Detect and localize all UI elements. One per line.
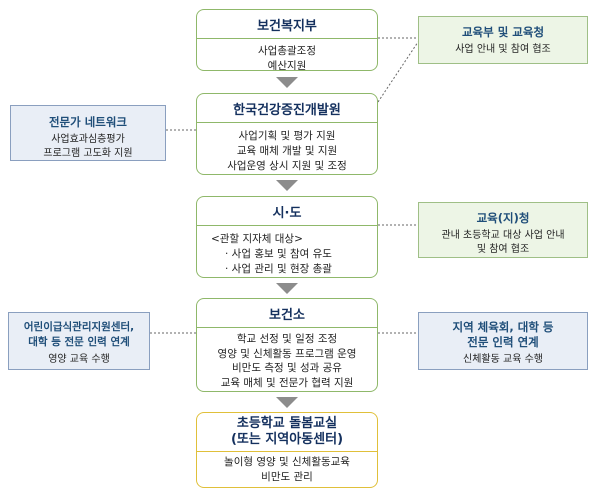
- side-education-ministry-sub: 사업 안내 및 참여 협조: [455, 44, 551, 55]
- box-health-center-title: 보건소: [197, 299, 377, 328]
- box-school-line: 비만도 관리: [261, 471, 313, 483]
- box-institute-title: 한국건강증진개발원: [197, 94, 377, 123]
- side-meal-center-title: 대학 등 전문 인력 연계: [28, 336, 130, 348]
- box-school-line: 놀이형 영양 및 신체활동교육: [224, 456, 350, 468]
- box-school: 초등학교 돌봄교실 (또는 지역아동센터) 놀이형 영양 및 신체활동교육 비만…: [196, 412, 378, 488]
- box-ministry-title: 보건복지부: [197, 10, 377, 39]
- box-province-title: 시·도: [197, 197, 377, 226]
- box-institute-line: 교육 매체 개발 및 지원: [236, 145, 338, 157]
- box-institute-line: 사업운영 상시 지원 및 조정: [227, 160, 347, 172]
- connector-institute-to-edu: [377, 41, 419, 103]
- box-health-center-line: 교육 매체 및 전문가 협력 지원: [220, 376, 354, 389]
- box-ministry-line: 사업총괄조정: [258, 45, 316, 57]
- box-institute-line: 사업기획 및 평가 지원: [238, 130, 336, 142]
- side-education-office-sub: 관내 초등학교 대상 사업 안내: [441, 230, 565, 241]
- box-school-title: 초등학교 돌봄교실: [236, 416, 338, 431]
- side-expert-network-title: 전문가 네트워크: [48, 115, 128, 129]
- box-ministry-line: 예산지원: [267, 60, 307, 71]
- side-education-ministry-title: 교육부 및 교육청: [461, 25, 545, 39]
- arrow-down: [276, 397, 298, 408]
- arrow-down: [276, 180, 298, 191]
- side-education-office: 교육(지)청 관내 초등학교 대상 사업 안내 및 참여 협조: [418, 202, 588, 258]
- box-province-line: <관할 지자체 대상>: [211, 233, 303, 245]
- arrow-down: [276, 283, 298, 294]
- side-expert-network-sub: 프로그램 고도화 지원: [43, 148, 133, 159]
- box-health-center-line: 학교 선정 및 일정 조정: [236, 333, 338, 345]
- side-sports-assoc-title: 전문 인력 연계: [467, 335, 539, 349]
- side-sports-assoc: 지역 체육회, 대학 등 전문 인력 연계 신체활동 교육 수행: [418, 312, 588, 370]
- box-institute: 한국건강증진개발원 사업기획 및 평가 지원 교육 매체 개발 및 지원 사업운…: [196, 93, 378, 175]
- side-education-ministry: 교육부 및 교육청 사업 안내 및 참여 협조: [418, 16, 588, 64]
- box-health-center-line: 비만도 측정 및 성과 공유: [232, 362, 342, 374]
- arrow-down: [276, 77, 298, 88]
- side-education-office-sub: 및 참여 협조: [476, 244, 530, 255]
- side-meal-center-sub: 영양 교육 수행: [48, 354, 110, 365]
- box-health-center-line: 영양 및 신체활동 프로그램 운영: [217, 347, 357, 360]
- side-expert-network-sub: 사업효과심층평가: [51, 134, 125, 145]
- box-ministry: 보건복지부 사업총괄조정 예산지원: [196, 9, 378, 71]
- side-meal-center-title: 어린이급식관리지원센터,: [23, 321, 135, 333]
- side-expert-network: 전문가 네트워크 사업효과심층평가 프로그램 고도화 지원: [10, 105, 166, 161]
- box-province: 시·도 <관할 지자체 대상> · 사업 홍보 및 참여 유도 · 사업 관리 …: [196, 196, 378, 278]
- box-school-subtitle: (또는 지역아동센터): [230, 432, 344, 447]
- box-province-line: · 사업 관리 및 현장 총괄: [225, 263, 332, 275]
- side-meal-center: 어린이급식관리지원센터, 대학 등 전문 인력 연계 영양 교육 수행: [8, 312, 150, 370]
- box-health-center: 보건소 학교 선정 및 일정 조정 영양 및 신체활동 프로그램 운영 비만도 …: [196, 298, 378, 392]
- box-province-line: · 사업 홍보 및 참여 유도: [225, 248, 332, 260]
- side-sports-assoc-title: 지역 체육회, 대학 등: [452, 320, 554, 334]
- side-sports-assoc-sub: 신체활동 교육 수행: [463, 354, 543, 365]
- side-education-office-title: 교육(지)청: [476, 211, 530, 225]
